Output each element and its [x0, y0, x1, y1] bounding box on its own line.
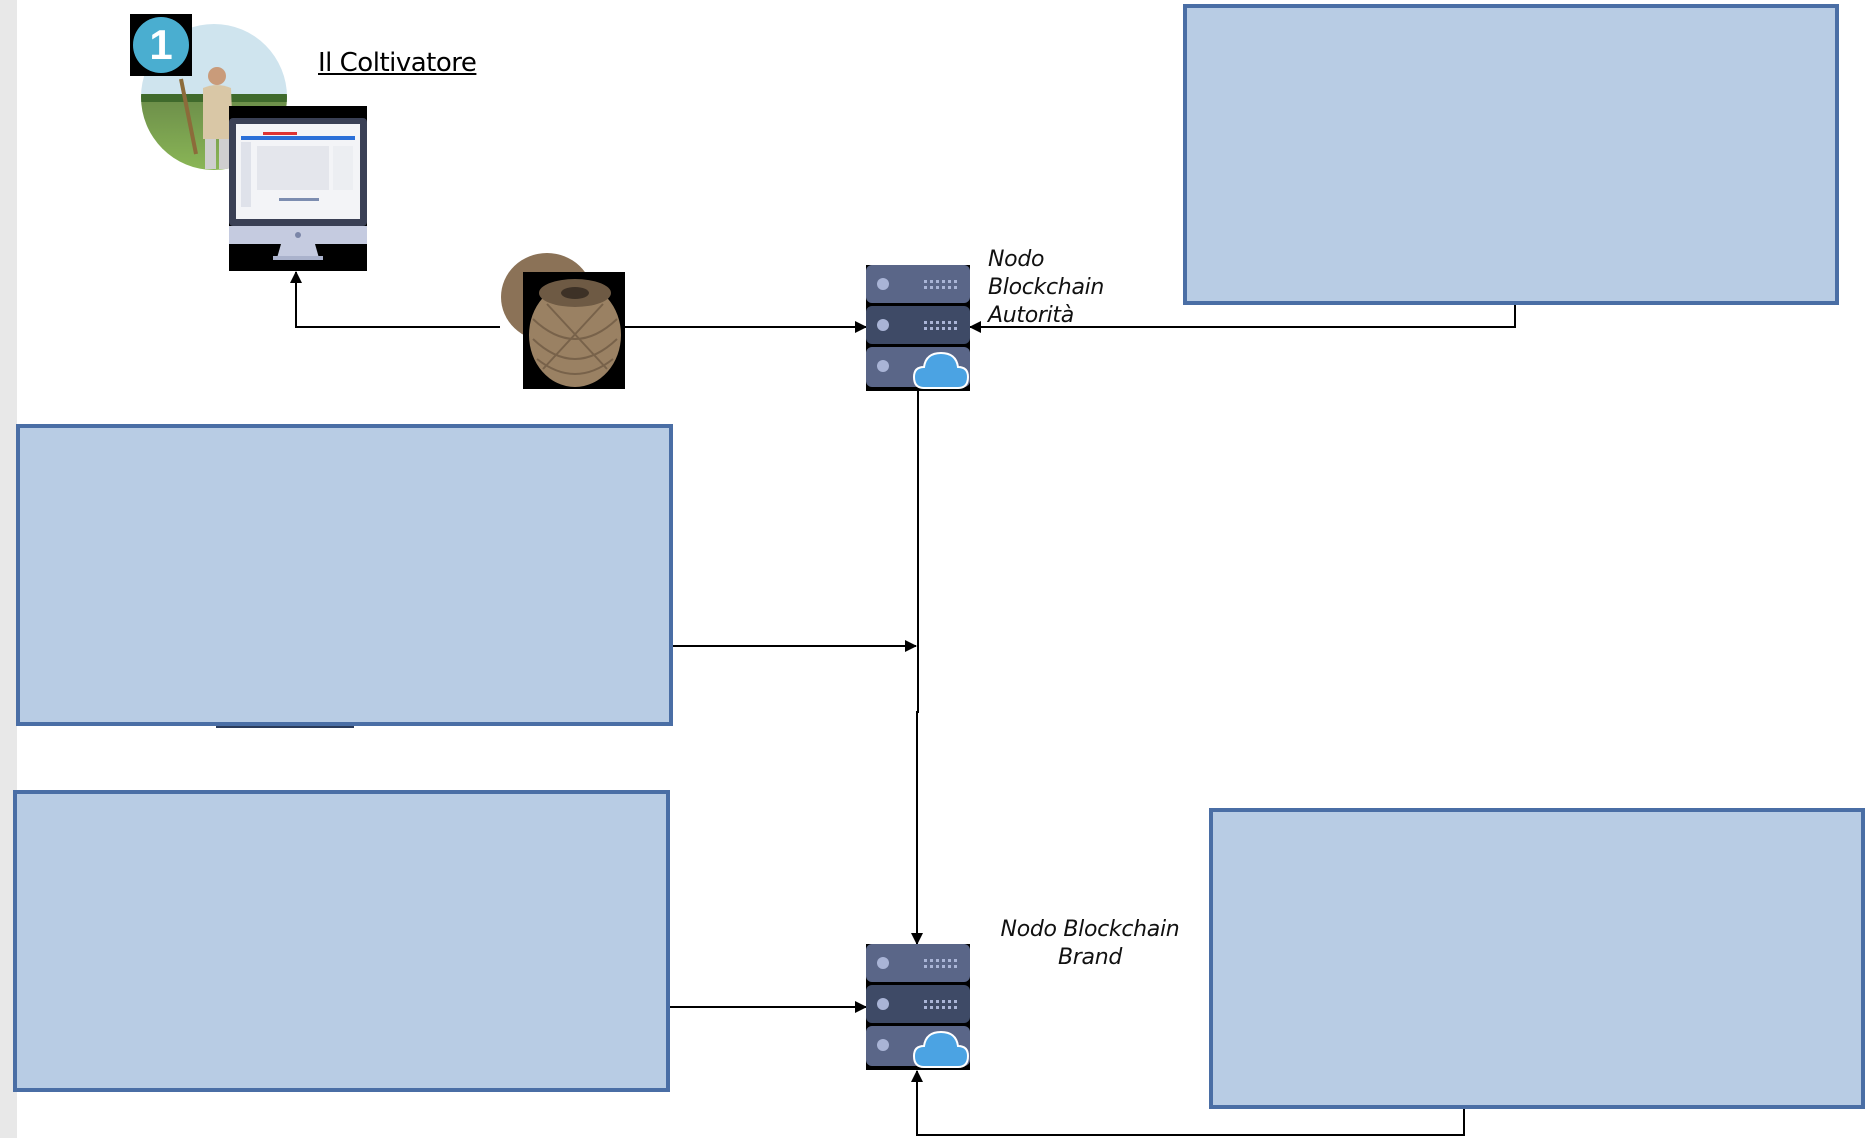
authority-label-line-3: Autorità	[988, 303, 1074, 328]
step-number-icon	[133, 17, 189, 73]
brand-server-icon	[866, 944, 970, 1070]
box-bottom-left	[13, 790, 670, 1092]
left-margin	[0, 0, 17, 1138]
farmer-title[interactable]: Il Coltivatore	[318, 48, 477, 78]
connector-yarn-to-monitor	[290, 271, 500, 328]
monitor-icon	[229, 106, 367, 271]
connector-box-to-brand	[911, 1070, 1465, 1136]
step-number: 1	[149, 21, 173, 68]
yarn-icon	[497, 249, 625, 389]
connector-authority-to-brand	[911, 390, 923, 945]
step-badge: 1	[130, 14, 192, 76]
connector-box-to-authority	[969, 304, 1516, 333]
authority-label-line-2: Blockchain	[988, 275, 1105, 300]
box-top-right	[1183, 4, 1839, 305]
authority-node-label: Nodo Blockchain Autorità	[988, 246, 1104, 330]
brand-node-label: Nodo Blockchain Brand	[1000, 916, 1180, 972]
authority-server-icon	[866, 265, 970, 391]
farmer-figure	[141, 67, 287, 169]
authority-label-line-1: Nodo	[988, 247, 1045, 272]
brand-label-line-1: Nodo Blockchain	[1000, 917, 1180, 942]
brand-label-line-2: Brand	[1057, 945, 1123, 970]
box-middle-left	[16, 424, 673, 726]
cloud-icon	[912, 351, 970, 389]
box-bottom-right	[1209, 808, 1865, 1109]
cloud-icon	[912, 1030, 970, 1068]
